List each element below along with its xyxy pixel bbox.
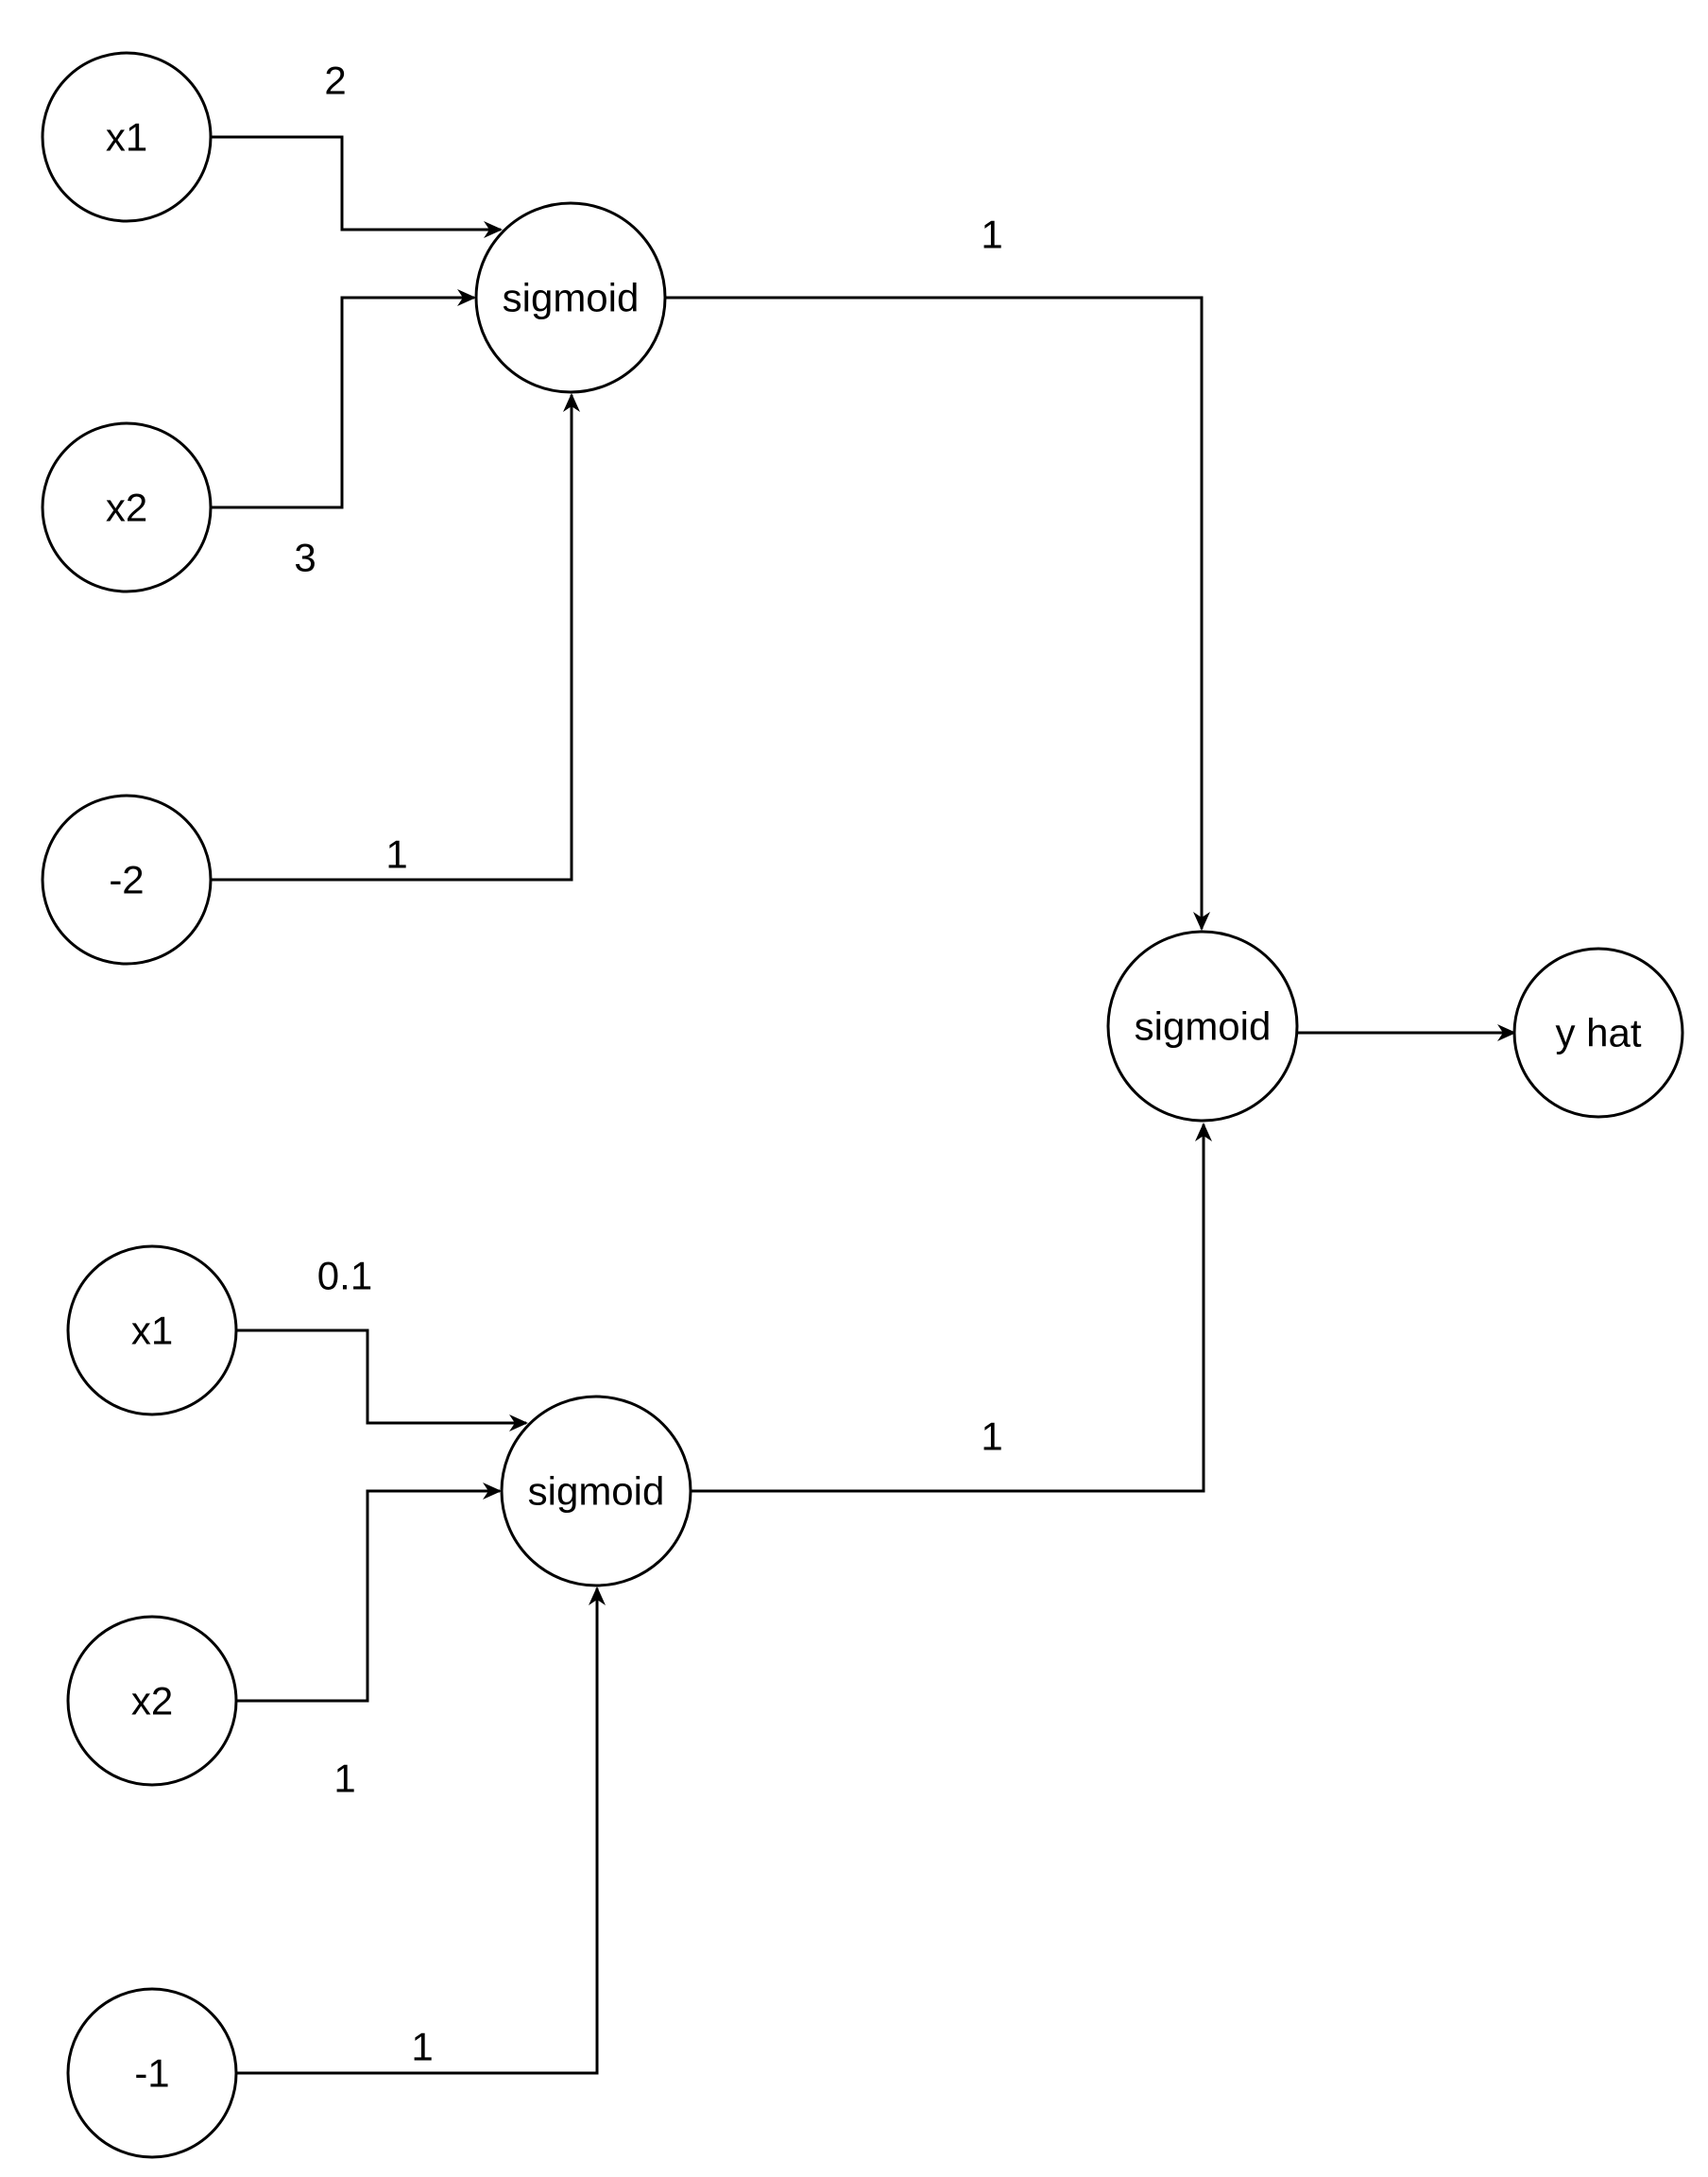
weight-label-x2-bottom: 1 xyxy=(333,1757,355,1801)
node-label: x2 xyxy=(131,1679,173,1723)
edge-bias-top-to-sigmoid-top xyxy=(211,393,580,882)
node-label: -1 xyxy=(134,2051,169,2096)
node-bias-bottom: -1 xyxy=(66,1987,238,2159)
node-label: sigmoid xyxy=(1135,1004,1272,1049)
node-label: x2 xyxy=(106,486,147,530)
node-x2-top: x2 xyxy=(41,421,213,593)
edge-x1-bottom-to-sigmoid-bottom xyxy=(236,1328,528,1431)
edge-sigmoid-bottom-to-out xyxy=(692,1123,1212,1493)
node-label: sigmoid xyxy=(528,1469,665,1514)
node-bias-top: -2 xyxy=(41,794,213,966)
weight-label-x1-top: 2 xyxy=(324,59,346,103)
edge-bias-bottom-to-sigmoid-bottom xyxy=(236,1586,606,2075)
node-label: sigmoid xyxy=(503,276,640,320)
edge-sigmoid-top-to-out xyxy=(666,296,1210,931)
edge-x2-bottom-to-sigmoid-bottom xyxy=(236,1483,502,1703)
node-sigmoid-top: sigmoid xyxy=(474,201,667,394)
node-sigmoid-out: sigmoid xyxy=(1106,930,1299,1123)
node-x1-top: x1 xyxy=(41,51,213,223)
node-y-hat: y hat xyxy=(1512,947,1684,1119)
edge-x2-top-to-sigmoid-top xyxy=(211,289,476,509)
weight-label-sigmoid-top: 1 xyxy=(981,213,1002,257)
weight-label-sigmoid-bottom: 1 xyxy=(981,1414,1002,1459)
node-sigmoid-bottom: sigmoid xyxy=(500,1395,692,1587)
node-label: x1 xyxy=(106,115,147,160)
node-x2-bottom: x2 xyxy=(66,1615,238,1787)
weight-label-x2-top: 3 xyxy=(294,536,316,580)
weight-label-x1-bottom: 0.1 xyxy=(317,1254,372,1298)
edge-x1-top-to-sigmoid-top xyxy=(211,135,503,238)
node-x1-bottom: x1 xyxy=(66,1244,238,1416)
node-label: -2 xyxy=(109,858,144,902)
node-label: x1 xyxy=(131,1309,173,1353)
node-label: y hat xyxy=(1555,1011,1641,1055)
weight-label-bias-bottom: 1 xyxy=(411,2025,433,2069)
weight-label-bias-top: 1 xyxy=(385,832,407,877)
